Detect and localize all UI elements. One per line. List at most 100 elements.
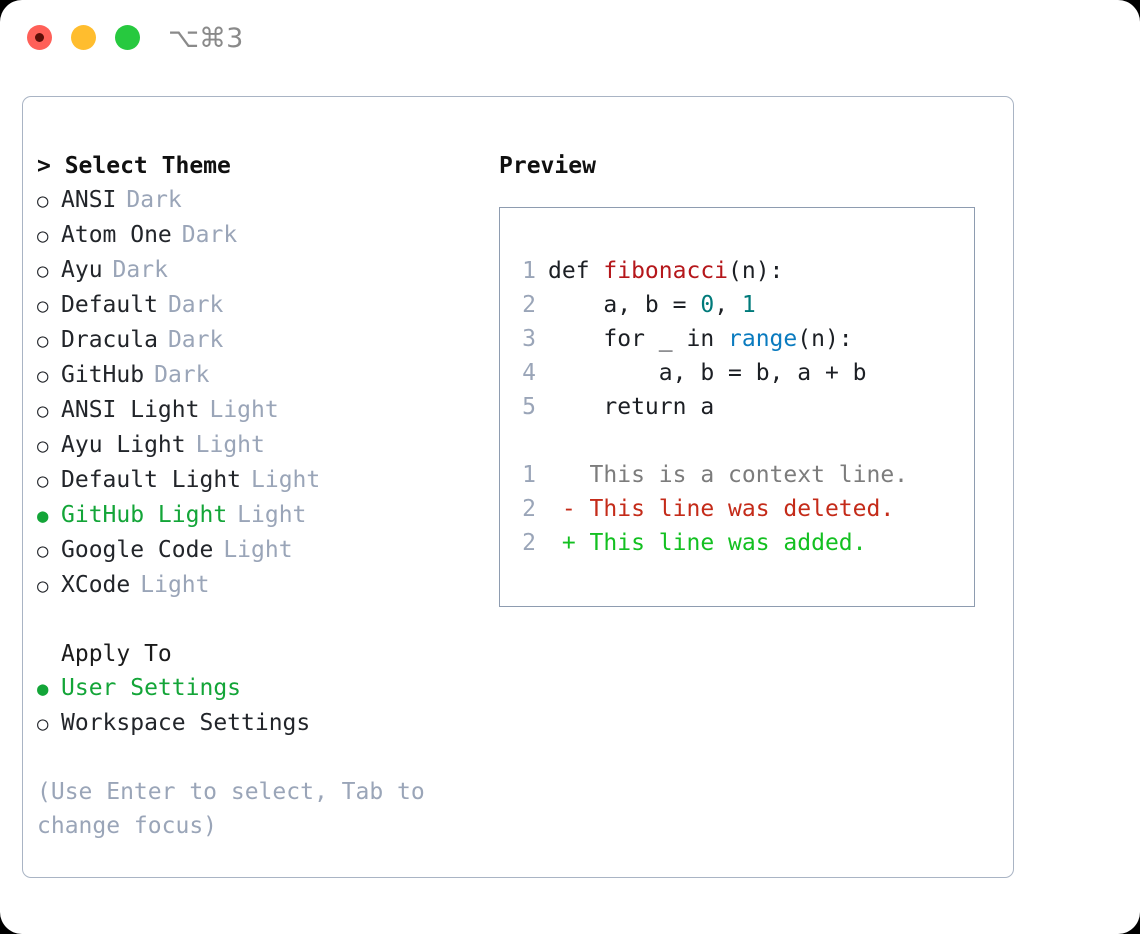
line-number: 1	[522, 258, 536, 284]
code-token: for _ in	[548, 326, 729, 352]
theme-variant-tag: Dark	[181, 222, 238, 248]
radio-unselected-icon: ○	[37, 400, 49, 422]
theme-option-label: Google Code	[61, 537, 214, 563]
theme-option-label: GitHub Light	[61, 502, 228, 528]
apply-to-option-user-settings[interactable]: ● User Settings	[37, 671, 477, 706]
code-token: 0	[700, 292, 715, 318]
radio-unselected-icon: ○	[37, 260, 49, 282]
radio-unselected-icon: ○	[37, 190, 49, 212]
theme-option-label: Default Light	[61, 467, 242, 493]
theme-option-atom-one[interactable]: ○ Atom One Dark	[37, 218, 477, 253]
code-token: a, b = b, a + b	[548, 360, 867, 386]
theme-option-github[interactable]: ○ GitHub Dark	[37, 358, 477, 393]
radio-unselected-icon: ○	[37, 295, 49, 317]
theme-option-label: Atom One	[61, 222, 172, 248]
theme-option-xcode[interactable]: ○ XCode Light	[37, 568, 477, 603]
theme-option-ayu[interactable]: ○ Ayu Dark	[37, 253, 477, 288]
theme-variant-tag: Light	[223, 537, 293, 563]
code-token: fibonacci	[603, 258, 729, 284]
theme-option-ayu-light[interactable]: ○ Ayu Light Light	[37, 428, 477, 463]
theme-variant-tag: Light	[140, 572, 210, 598]
radio-selected-icon: ●	[37, 678, 49, 700]
diff-line-deleted: 2 - This line was deleted.	[510, 492, 974, 526]
theme-option-label: Ayu Light	[61, 432, 186, 458]
keyboard-hint-text: (Use Enter to select, Tab to change focu…	[37, 779, 425, 839]
theme-option-ansi-light[interactable]: ○ ANSI Light Light	[37, 393, 477, 428]
line-number: 4	[522, 360, 536, 386]
radio-unselected-icon: ○	[37, 575, 49, 597]
line-number: 2	[522, 292, 536, 318]
diff-line-text: + This line was added.	[548, 530, 867, 556]
radio-unselected-icon: ○	[37, 365, 49, 387]
code-token: (n):	[728, 258, 784, 284]
line-number: 2	[522, 530, 536, 556]
apply-to-option-label: Workspace Settings	[61, 710, 311, 736]
theme-variant-tag: Light	[209, 397, 279, 423]
diff-sample: 1 This is a context line.2 - This line w…	[510, 458, 974, 560]
code-token: ,	[714, 292, 742, 318]
line-number: 2	[522, 496, 536, 522]
theme-option-label: Dracula	[61, 327, 158, 353]
theme-option-label: ANSI Light	[61, 397, 200, 423]
code-line: 3 for _ in range(n):	[510, 322, 974, 356]
radio-unselected-icon: ○	[37, 330, 49, 352]
window-controls	[27, 25, 140, 50]
line-number: 5	[522, 394, 536, 420]
diff-line-text: This is a context line.	[548, 462, 909, 488]
theme-option-ansi[interactable]: ○ ANSI Dark	[37, 183, 477, 218]
apply-to-list[interactable]: ● User Settings ○ Workspace Settings	[37, 671, 477, 741]
apply-to-heading: Apply To	[61, 641, 172, 667]
theme-variant-tag: Dark	[167, 292, 224, 318]
code-line: 2 a, b = 0, 1	[510, 288, 974, 322]
theme-variant-tag: Light	[195, 432, 265, 458]
maximize-window-button[interactable]	[115, 25, 140, 50]
code-line: 4 a, b = b, a + b	[510, 356, 974, 390]
theme-option-label: Ayu	[61, 257, 103, 283]
theme-variant-tag: Dark	[154, 362, 210, 388]
code-token: 1	[741, 292, 756, 318]
theme-option-label: XCode	[61, 572, 131, 598]
radio-selected-icon: ●	[37, 505, 49, 527]
radio-unselected-icon: ○	[37, 435, 49, 457]
title-bar: ⌥⌘3	[0, 0, 1140, 78]
theme-option-label: GitHub	[61, 362, 145, 388]
theme-option-github-light[interactable]: ● GitHub Light Light	[37, 498, 477, 533]
apply-to-option-label: User Settings	[61, 675, 242, 701]
theme-variant-tag: Light	[237, 502, 307, 528]
preview-heading: Preview	[499, 153, 596, 179]
apply-to-section: Apply To ● User Settings ○ Workspace Settin…	[37, 637, 477, 741]
radio-unselected-icon: ○	[37, 225, 49, 247]
diff-line-context: 1 This is a context line.	[510, 458, 974, 492]
line-number: 1	[522, 462, 536, 488]
theme-option-google-code[interactable]: ○ Google Code Light	[37, 533, 477, 568]
code-line: 5 return a	[510, 390, 974, 424]
minimize-window-button[interactable]	[71, 25, 96, 50]
keyboard-shortcut-label: ⌥⌘3	[168, 23, 244, 54]
code-token: a, b =	[548, 292, 701, 318]
radio-unselected-icon: ○	[37, 540, 49, 562]
spacer	[510, 424, 974, 458]
diff-line-text: - This line was deleted.	[548, 496, 895, 522]
theme-variant-tag: Dark	[126, 187, 182, 213]
diff-line-added: 2 + This line was added.	[510, 526, 974, 560]
code-token: (n):	[797, 326, 853, 352]
theme-option-label: ANSI	[61, 187, 117, 213]
select-theme-heading: > Select Theme	[37, 153, 231, 179]
line-number: 3	[522, 326, 536, 352]
close-window-button[interactable]	[27, 25, 52, 50]
radio-unselected-icon: ○	[37, 713, 49, 735]
theme-variant-tag: Dark	[112, 257, 168, 283]
code-token: range	[728, 326, 798, 352]
apply-to-option-workspace-settings[interactable]: ○ Workspace Settings	[37, 706, 477, 741]
